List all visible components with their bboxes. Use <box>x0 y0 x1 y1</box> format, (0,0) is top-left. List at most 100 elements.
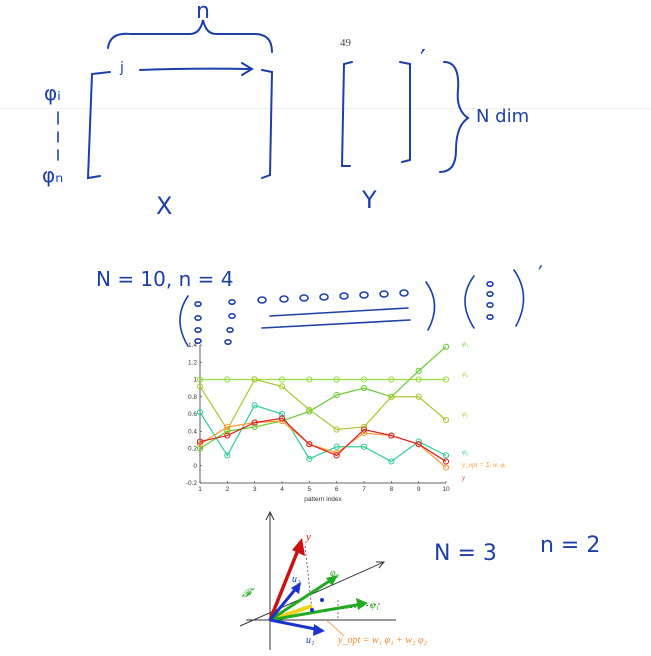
series-point <box>278 376 286 383</box>
series-point <box>196 445 204 452</box>
diag-axis-head <box>376 561 386 569</box>
vertical-axis-head <box>265 510 275 521</box>
n-top-label: n <box>196 0 210 24</box>
v-left-paren <box>464 275 475 329</box>
ndim-brace <box>439 61 470 173</box>
y-tick-label: 1.2 <box>188 359 197 366</box>
series-line <box>199 378 447 431</box>
series-point <box>388 458 395 465</box>
series-point <box>388 393 395 400</box>
series-point <box>388 432 395 439</box>
j-label: j <box>119 60 124 76</box>
yopt-arc <box>325 619 345 637</box>
series-point <box>306 406 313 413</box>
top-matrix-sketch <box>57 19 470 180</box>
row-line-1 <box>269 307 409 317</box>
legend-entry: φ₃ <box>462 448 469 456</box>
series-point <box>224 376 231 383</box>
series-line <box>199 420 447 468</box>
y-tick-label: 0 <box>193 463 197 470</box>
series-point <box>360 426 368 433</box>
series-point <box>196 409 204 416</box>
series-point <box>251 419 258 426</box>
series-point <box>224 423 231 431</box>
prime-1: ′ <box>420 45 426 75</box>
x-tick-label: 7 <box>362 486 366 493</box>
x-label: X <box>156 192 172 220</box>
legend-entry: φ₂ <box>462 410 469 418</box>
chart-series <box>196 343 450 471</box>
phi2-head <box>326 575 338 586</box>
m-right-paren <box>425 281 436 331</box>
u1-vector <box>269 618 321 632</box>
series-point <box>388 376 395 383</box>
series-point <box>415 376 422 383</box>
phi1-vector <box>269 602 363 622</box>
y-vector-head <box>292 538 305 556</box>
y-vector <box>268 544 302 621</box>
y-tick-label: 0.2 <box>188 446 197 453</box>
y-tick-label: 1.4 <box>188 342 197 349</box>
series-point <box>442 464 450 471</box>
j-arrow <box>139 67 251 71</box>
series-point <box>278 415 286 422</box>
y-tick-label: 0.4 <box>188 428 197 435</box>
series-point <box>224 432 231 439</box>
series-point <box>442 343 450 350</box>
series-point <box>442 452 450 459</box>
yopt-formula: y_opt = w₁ φ₁ + w₂ φ₂ <box>337 635 428 646</box>
series-point <box>360 443 368 450</box>
y-tick-label: 1 <box>193 377 197 384</box>
series-point <box>251 423 258 431</box>
chart-x-label: pattern index <box>304 496 342 503</box>
x-tick-label: 5 <box>308 486 312 493</box>
u1-label: u₁ <box>306 635 314 646</box>
n-dim-label: N dim <box>476 106 529 127</box>
y-vector-label: y <box>305 531 311 543</box>
u2-label: u₂ <box>292 574 301 585</box>
y-right-bracket <box>399 61 411 163</box>
y-label: Y <box>361 186 377 214</box>
series-point <box>306 376 313 383</box>
series-point <box>251 376 258 383</box>
x-right-bracket <box>261 69 274 179</box>
phi1-label: φ₁ <box>370 600 379 611</box>
n10-label: N = 10, n = 4 <box>96 267 233 291</box>
v-right-paren <box>513 269 525 327</box>
x-tick-label: 8 <box>390 486 394 493</box>
row-line-2 <box>261 319 411 329</box>
x-tick-label: 10 <box>442 486 450 493</box>
series-line <box>199 346 447 450</box>
series-point <box>196 376 204 383</box>
j-arrow-head <box>241 62 254 76</box>
series-point <box>442 416 450 424</box>
x-tick-label: 9 <box>417 486 421 493</box>
series-point <box>251 402 258 409</box>
n2-label: n = 2 <box>540 533 600 558</box>
series-point <box>306 455 313 462</box>
y-tick-label: 0.8 <box>188 394 197 401</box>
series-point <box>333 391 340 399</box>
matrix-circles-sketch <box>179 269 525 347</box>
page-rule <box>0 108 651 109</box>
m-left-paren <box>179 295 189 347</box>
series-point <box>278 410 286 418</box>
series-line <box>199 417 447 462</box>
phi2-label: φ₂ <box>330 568 340 579</box>
phi-n-label: φₙ <box>42 163 63 187</box>
series-point <box>415 367 422 374</box>
series-point <box>196 383 204 390</box>
phi1-head <box>356 598 368 610</box>
x-tick-label: 6 <box>335 486 339 493</box>
series-point <box>415 441 422 448</box>
prime-2: ′ <box>538 263 543 288</box>
page-number: 49 <box>340 37 351 49</box>
series-point <box>333 376 340 383</box>
series-point <box>442 458 450 465</box>
series-point <box>278 383 286 390</box>
phi2-vector <box>269 576 335 622</box>
